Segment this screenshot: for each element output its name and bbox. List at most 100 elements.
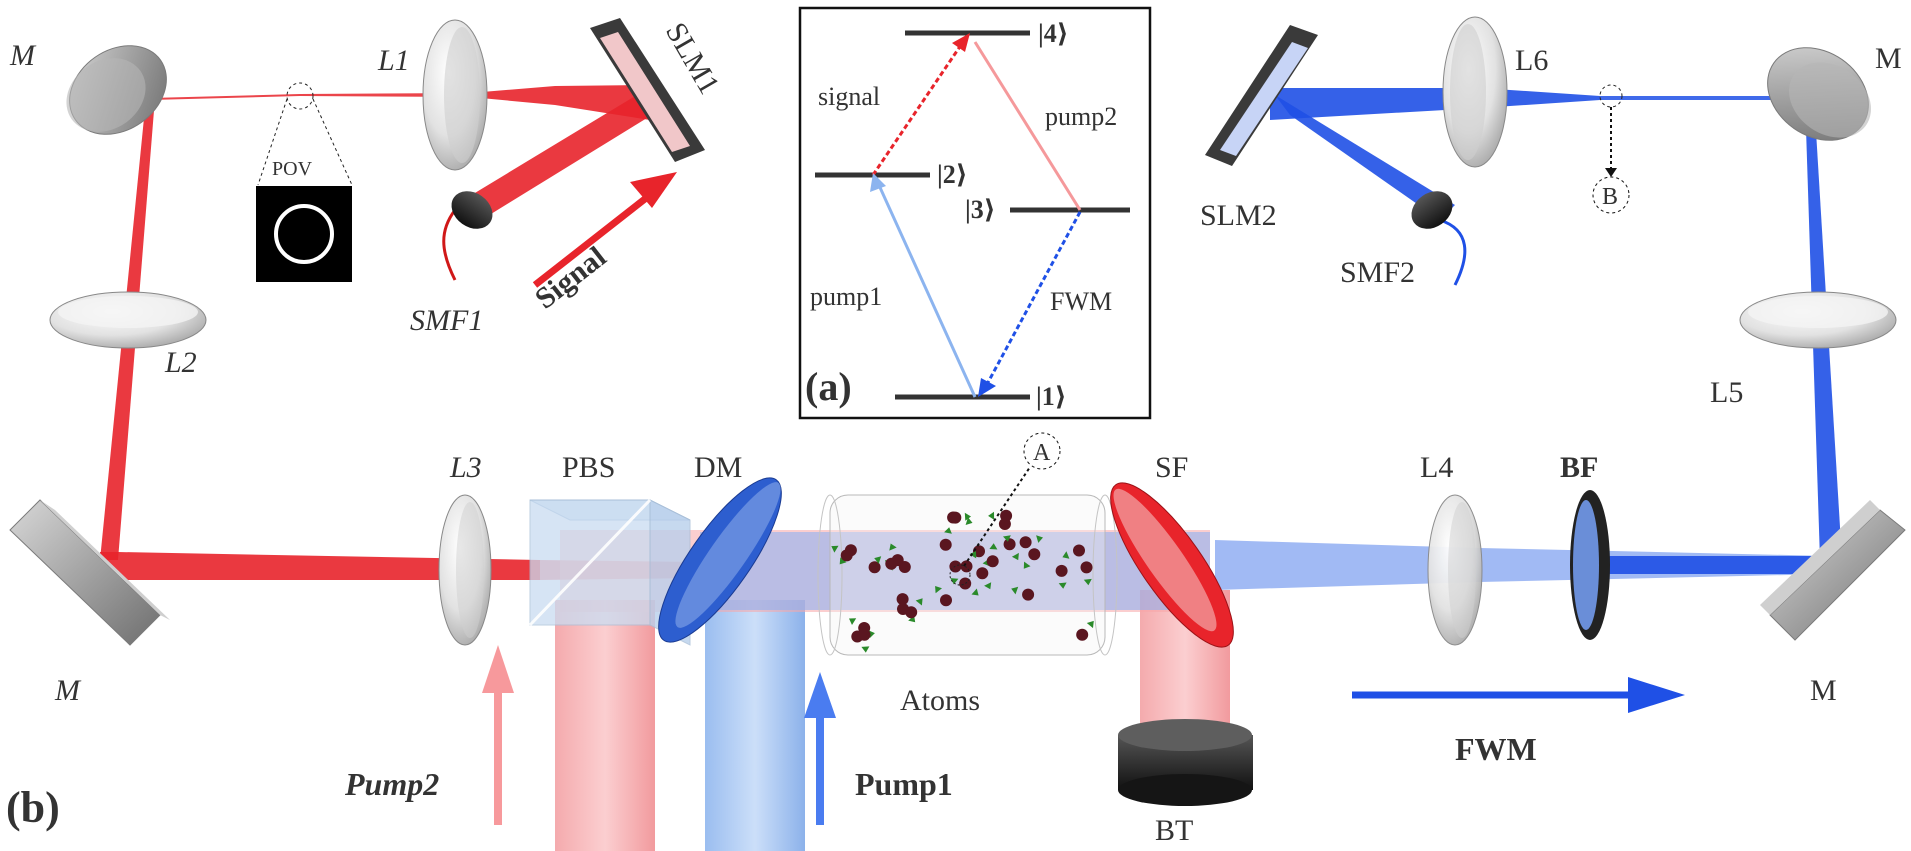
signal-transition: [871, 41, 965, 176]
atom: [905, 606, 918, 619]
pump1-transition-label: pump1: [810, 282, 882, 311]
mirror-top-right: [1767, 47, 1871, 141]
atom: [1028, 548, 1041, 561]
atoms-label: Atoms: [900, 684, 980, 717]
atom: [998, 518, 1011, 530]
sf-filter: [1110, 482, 1234, 648]
atom: [1019, 536, 1032, 549]
mirror-bottom-right-label: M: [1810, 674, 1837, 707]
atom-velocity-arrow: [1011, 586, 1019, 595]
fwm-beam-after-sf: [1215, 540, 1830, 590]
marker-b-pointer: [1599, 84, 1623, 177]
level-3-label: |3⟩: [965, 195, 996, 224]
smf2-fiber: [1411, 191, 1467, 286]
pump1-transition: [876, 182, 977, 398]
atom: [858, 628, 871, 641]
level-2-label: |2⟩: [937, 160, 968, 189]
atom: [1080, 561, 1093, 574]
fwm-beam-slm2-to-fiber: [1275, 95, 1455, 220]
atom: [947, 511, 960, 524]
lens-l2-label: L2: [164, 346, 197, 379]
dm-label: DM: [694, 451, 742, 484]
atom: [1076, 628, 1089, 641]
lens-l4: [1427, 494, 1483, 646]
fwm-label: FWM: [1455, 731, 1537, 767]
atom-velocity-arrow: [988, 511, 995, 520]
atom: [868, 561, 881, 574]
atom-velocity-arrow: [1086, 620, 1094, 629]
lens-l2: [49, 291, 207, 349]
pump2-arrow: [482, 645, 514, 825]
fwm-beam-l6-to-slm2: [1270, 88, 1600, 120]
atom-velocity-arrow: [984, 582, 992, 590]
atom-velocity-arrow: [1036, 535, 1043, 543]
marker-a-label: A: [1033, 440, 1051, 466]
atom-velocity-arrow: [969, 551, 977, 559]
atom: [1003, 538, 1016, 551]
marker-b-label: B: [1602, 184, 1618, 210]
pump1-label: Pump1: [855, 766, 953, 802]
signal-beam-slm1-to-l1: [470, 85, 650, 120]
pov-inset: [256, 82, 353, 282]
lens-l6-label: L6: [1515, 44, 1548, 77]
mirror-top-left: [66, 45, 167, 135]
atom-velocity-arrow: [964, 512, 971, 521]
atom-velocity-arrow: [1058, 582, 1067, 589]
atom-velocity-arrow: [915, 598, 923, 606]
signal-arrow: [532, 172, 677, 288]
slm2-label: SLM2: [1200, 199, 1277, 232]
mirror-bottom-right: [1760, 500, 1906, 641]
lens-l1-label: L1: [377, 44, 410, 77]
atom-velocity-arrow: [1023, 561, 1031, 569]
bt-beam-trap: [1118, 719, 1253, 806]
atom: [896, 593, 909, 606]
pov-image: [256, 186, 352, 282]
pump2-transition: [973, 41, 1082, 211]
atom: [1073, 544, 1085, 557]
mirror-top-right-label: M: [1875, 42, 1902, 75]
atom: [1055, 564, 1068, 577]
atom-velocity-arrow: [849, 618, 857, 625]
atom-cell: [817, 466, 1118, 656]
atom: [960, 560, 973, 573]
lens-l4-label: L4: [1420, 451, 1453, 484]
sf-label: SF: [1155, 451, 1188, 484]
atom: [976, 567, 989, 580]
atom-velocity-arrow: [1062, 551, 1070, 559]
bf-label: BF: [1560, 451, 1598, 484]
lens-l6: [1442, 16, 1508, 168]
bt-label: BT: [1155, 814, 1193, 847]
atom-velocity-arrow: [831, 545, 839, 553]
atom: [840, 549, 853, 562]
atom-velocity-arrow: [874, 556, 882, 564]
signal-beam-fiber-to-slm1: [455, 90, 660, 222]
lens-l3-label: L3: [449, 451, 482, 484]
dm-dichroic-mirror: [658, 477, 782, 643]
slm1: [590, 18, 705, 162]
pump1-arrow: [804, 672, 836, 825]
pov-label: POV: [272, 158, 313, 180]
atom-velocity-arrow: [839, 557, 847, 565]
atom-velocity-arrow: [935, 586, 942, 594]
atom: [1022, 588, 1035, 601]
atom-velocity-arrow: [989, 543, 998, 550]
atom-velocity-arrow: [861, 646, 870, 653]
pump2-transition-label: pump2: [1045, 102, 1117, 131]
signal-beam-bottom-horizontal: [100, 552, 540, 580]
marker-a-circle: [1023, 432, 1061, 470]
mirror-bottom-left-label: M: [54, 674, 82, 707]
fwm-beam-top-horizontal: [1600, 96, 1810, 100]
bf-filter: [1570, 490, 1610, 640]
atom: [939, 538, 952, 551]
atom-velocity-arrow: [1083, 578, 1092, 586]
fwm-arrow: [1352, 677, 1685, 713]
lens-l3: [438, 494, 492, 646]
atom: [986, 555, 999, 568]
panel-a-tag: (a): [805, 364, 852, 409]
slm2: [1205, 25, 1318, 166]
atom-velocity-arrow: [950, 578, 959, 585]
level-1-label: |1⟩: [1036, 382, 1067, 411]
atom-velocity-arrow: [944, 527, 952, 534]
smf1-label: SMF1: [410, 304, 483, 337]
